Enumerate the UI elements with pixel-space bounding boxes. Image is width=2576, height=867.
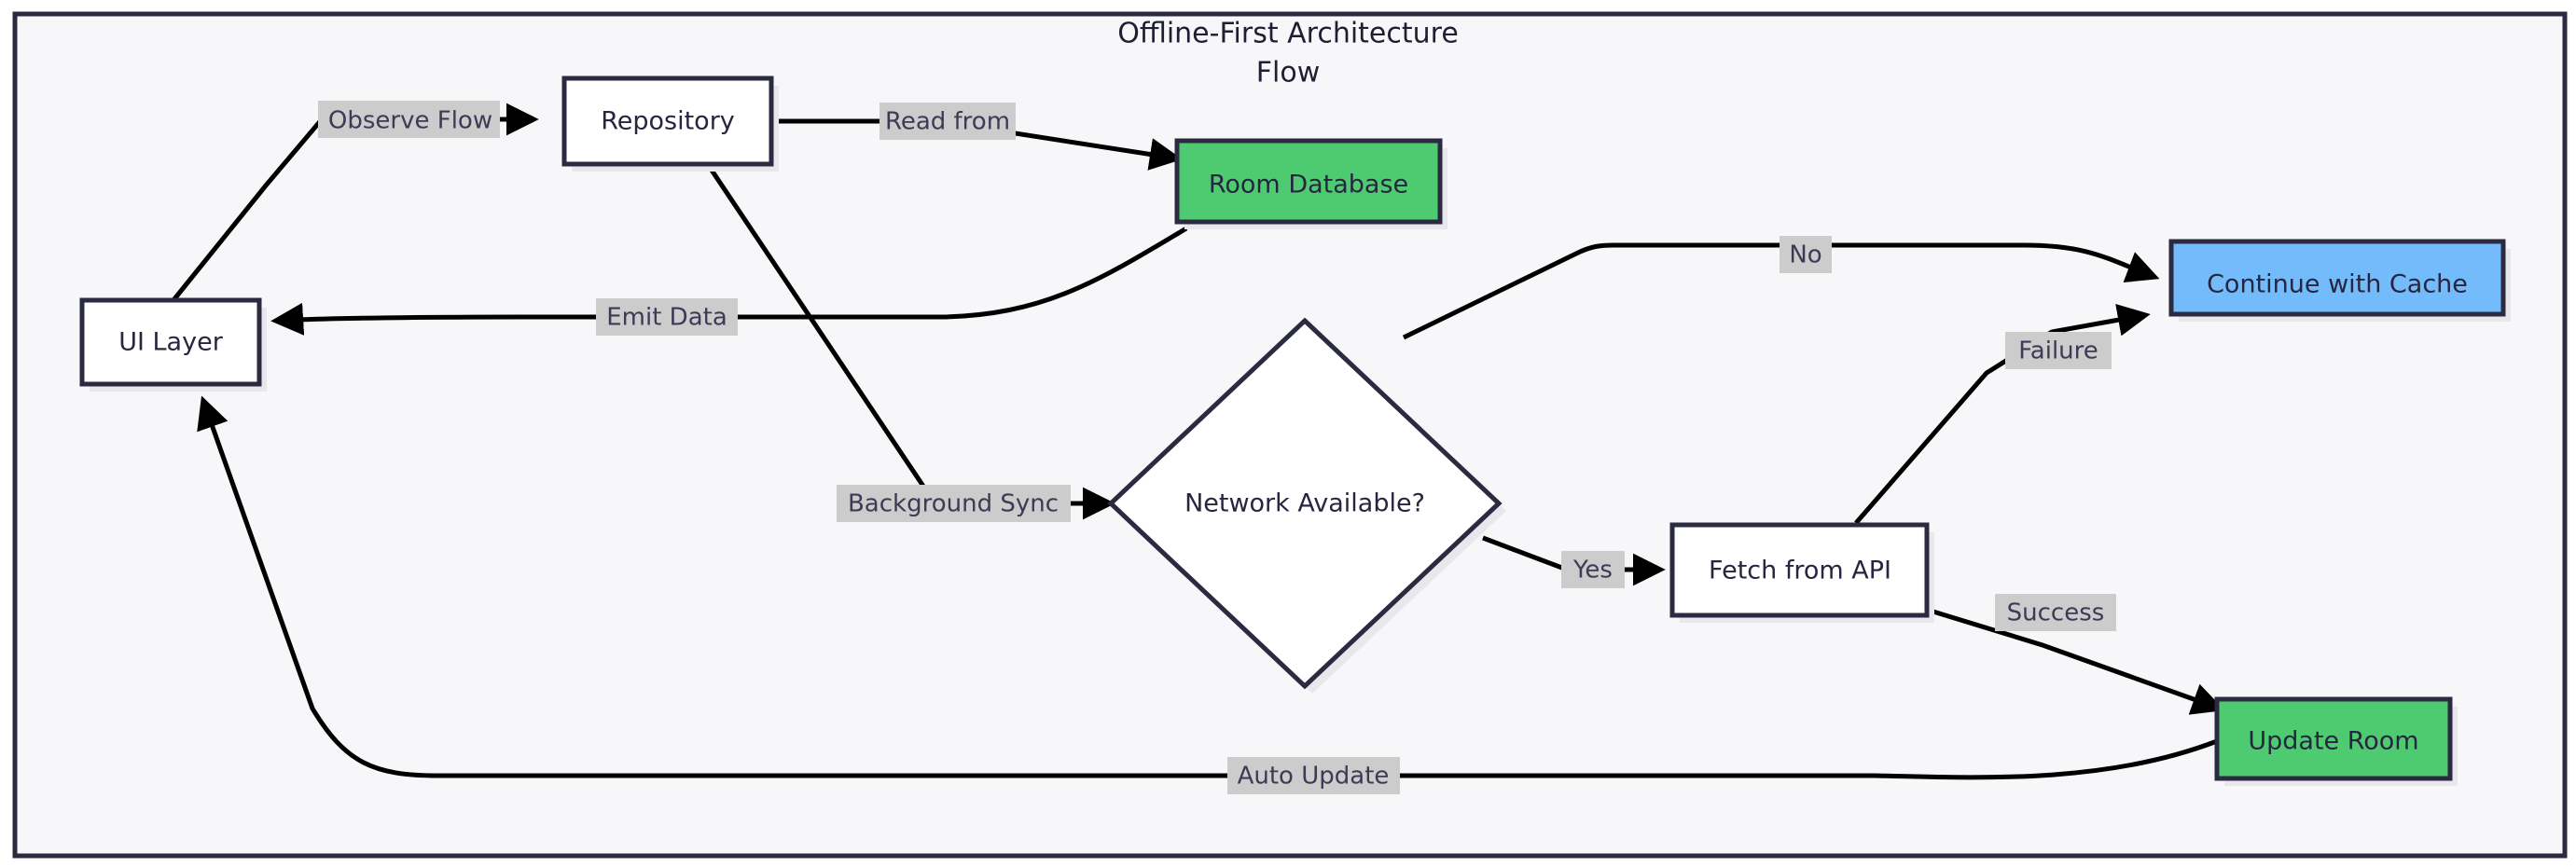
node-room-database-shape bbox=[1174, 138, 1443, 225]
diagram-title-line1: Offline-First Architecture bbox=[1117, 18, 1459, 50]
edge-label-auto-update: Auto Update bbox=[1227, 757, 1400, 794]
edge-label-background-sync: Background Sync bbox=[837, 485, 1071, 522]
diagram-title-line2: Flow bbox=[1256, 57, 1320, 89]
node-update-room-label: Update Room bbox=[2248, 727, 2418, 756]
edge-label-yes: Yes bbox=[1561, 551, 1625, 588]
edge-label-failure: Failure bbox=[2005, 332, 2112, 369]
node-update-room-shape bbox=[2214, 696, 2453, 781]
edge-label-auto-update-text: Auto Update bbox=[1238, 763, 1390, 791]
node-repository-shape bbox=[561, 76, 774, 167]
edge-label-no-text: No bbox=[1789, 241, 1821, 269]
node-room-database-label: Room Database bbox=[1209, 171, 1408, 200]
node-network-available-shape bbox=[1107, 317, 1503, 690]
node-fetch-from-api[interactable]: Fetch from API bbox=[1669, 522, 1934, 623]
node-ui-layer-shape bbox=[79, 297, 262, 387]
edge-label-failure-text: Failure bbox=[2018, 337, 2098, 365]
edge-no bbox=[1402, 242, 2160, 340]
node-continue-with-cache[interactable]: Continue with Cache bbox=[2168, 239, 2511, 322]
edge-label-emit-data: Emit Data bbox=[596, 298, 738, 336]
node-continue-with-cache-label: Continue with Cache bbox=[2207, 270, 2468, 299]
node-continue-with-cache-shape bbox=[2168, 239, 2506, 317]
edge-auto-update bbox=[197, 395, 2218, 780]
node-repository-label: Repository bbox=[601, 107, 735, 136]
edge-label-success-text: Success bbox=[2007, 599, 2105, 627]
edge-label-read-from: Read from bbox=[879, 103, 1016, 140]
edge-label-observe-flow-text: Observe Flow bbox=[328, 107, 492, 135]
node-fetch-from-api-shape bbox=[1669, 522, 1930, 618]
node-room-database[interactable]: Room Database bbox=[1174, 138, 1447, 229]
edge-label-no: No bbox=[1780, 236, 1832, 273]
node-network-available-label: Network Available? bbox=[1184, 489, 1425, 518]
node-network-available[interactable]: Network Available? bbox=[1107, 317, 1506, 694]
node-fetch-from-api-label: Fetch from API bbox=[1709, 557, 1891, 585]
edge-label-yes-text: Yes bbox=[1572, 557, 1613, 585]
node-update-room[interactable]: Update Room bbox=[2214, 696, 2458, 786]
edge-label-background-sync-text: Background Sync bbox=[848, 490, 1059, 518]
edge-label-read-from-text: Read from bbox=[885, 108, 1010, 136]
edge-label-emit-data-text: Emit Data bbox=[606, 304, 727, 332]
node-ui-layer[interactable]: UI Layer bbox=[79, 297, 267, 392]
edge-label-observe-flow: Observe Flow bbox=[318, 101, 500, 138]
edge-success bbox=[1923, 606, 2225, 715]
edge-label-success: Success bbox=[1995, 594, 2116, 631]
node-ui-layer-label: UI Layer bbox=[118, 328, 223, 357]
node-repository[interactable]: Repository bbox=[561, 76, 779, 172]
